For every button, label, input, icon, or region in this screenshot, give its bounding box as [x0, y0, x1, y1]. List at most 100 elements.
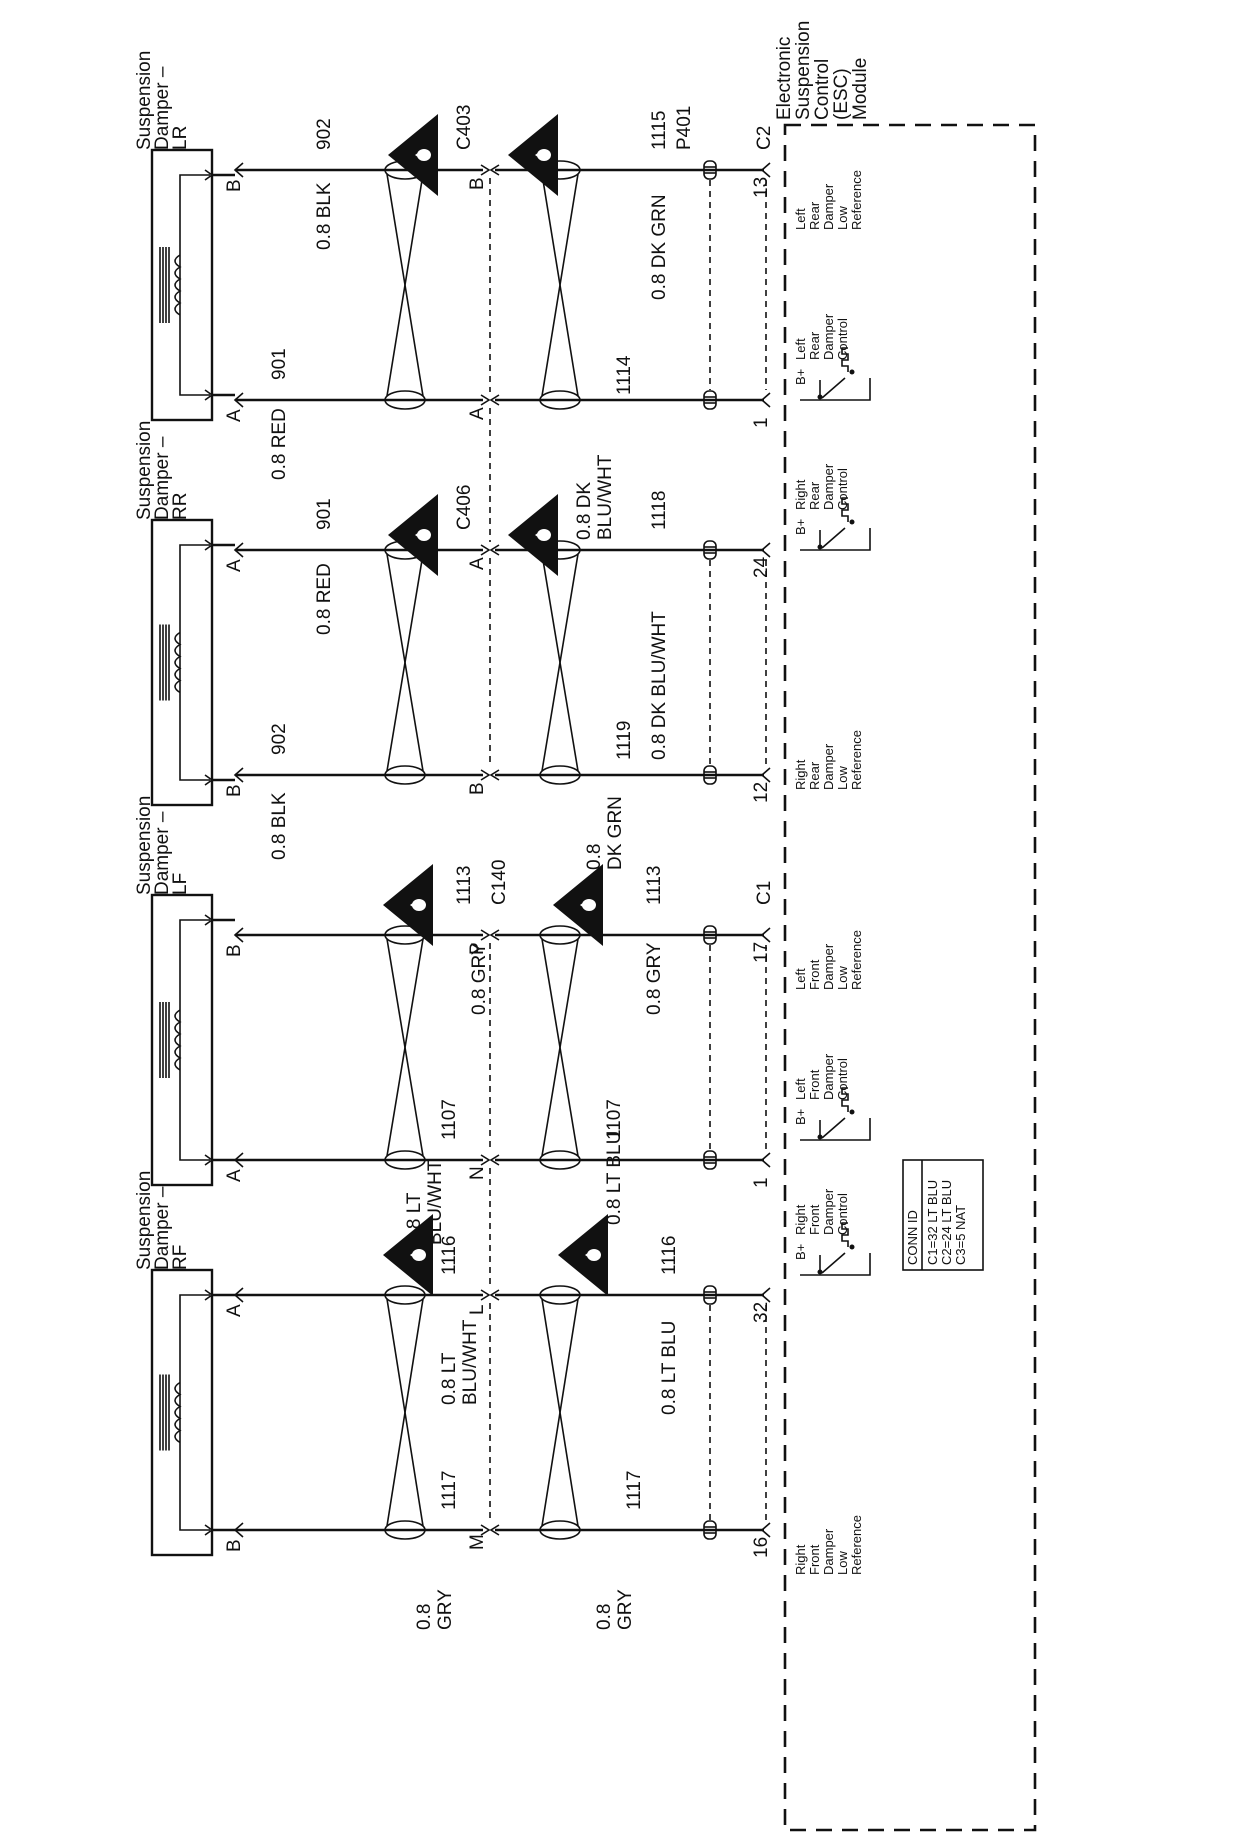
esd-warning-icon [383, 864, 433, 946]
esc-pin-label: 16 [751, 1537, 772, 1558]
twisted-pair-symbol [539, 925, 581, 1170]
circuit-number-label: 1119 [614, 721, 635, 760]
esc-function-label: Damper [821, 313, 836, 360]
damper-title: Suspension [134, 51, 155, 150]
damper-title: RR [170, 493, 191, 520]
connector-c406-label: C406 [454, 485, 475, 530]
twisted-pair-symbol [539, 1285, 581, 1540]
esc-function-label: Damper [821, 463, 836, 510]
inline-pin-label: P [467, 942, 488, 955]
damper-pin-label: B [224, 179, 245, 192]
wire-color-label: 0.8 GRY [644, 942, 665, 1015]
damper-control-switch: B+ [793, 347, 871, 401]
circuit-number-label: 1115 [649, 111, 670, 150]
wire-color-label: 0.8 DK GRN [649, 194, 670, 300]
esc-function-label: Rear [807, 331, 822, 360]
esc-module-title: Control [812, 59, 833, 120]
esc-function-label: Low [835, 1551, 850, 1575]
damper-control-switch: B+ [793, 1222, 871, 1276]
esc-function-label: Low [835, 766, 850, 790]
esc-module-title: Suspension [793, 21, 814, 120]
esc-function-label: Rear [807, 761, 822, 790]
damper-title: LR [170, 126, 191, 150]
esc-function-label: Right [793, 479, 808, 510]
esc-module-outline [783, 123, 1037, 1832]
connector-c140-label: C140 [489, 860, 510, 905]
esc-function-label: Control [835, 468, 850, 510]
damper-pin-label: B [224, 784, 245, 797]
esc-module-title: (ESC) [831, 68, 852, 120]
circuit-number-label: 1114 [614, 355, 635, 395]
damper-title: RF [170, 1245, 191, 1270]
damper-title: Suspension [134, 1171, 155, 1270]
esc-function-label: Damper [821, 183, 836, 230]
esc-pin-label: 17 [751, 942, 772, 963]
wire-circuit [233, 925, 771, 945]
damper-pin-label: B [224, 1539, 245, 1552]
suspension-damper [150, 518, 235, 807]
esc-function-label: Damper [821, 1188, 836, 1235]
damper-control-switch: B+ [793, 497, 871, 551]
esc-function-label: Reference [849, 930, 864, 990]
esd-warning-icon [508, 114, 558, 196]
esc-pin-label: 32 [751, 1302, 772, 1323]
bplus-label: B+ [793, 369, 808, 385]
wire-color-label: 0.8 GRY [469, 942, 490, 1015]
esc-pin-label: 1 [751, 1177, 772, 1188]
wire-color-label: 0.8 [594, 1604, 615, 1630]
connector-c1-label: C1 [754, 881, 775, 905]
twisted-pair-symbol [384, 1285, 426, 1540]
damper-title: Suspension [134, 421, 155, 520]
wire-color-label: 0.8 [414, 1604, 435, 1630]
esc-function-label: Control [835, 318, 850, 360]
suspension-damper [150, 893, 235, 1187]
circuit-number-label: 1117 [624, 1471, 645, 1510]
damper-title: Damper – [152, 66, 173, 150]
esc-function-label: Front [807, 1204, 822, 1235]
wire-color-label: GRY [615, 1589, 636, 1630]
twisted-pair-symbol [539, 540, 581, 785]
esc-function-label: Reference [849, 730, 864, 790]
damper-title: Damper – [152, 1186, 173, 1270]
damper-title: LF [170, 873, 191, 895]
wire-circuit [233, 1150, 771, 1170]
wire-circuit [233, 540, 771, 560]
esc-function-label: Right [793, 1204, 808, 1235]
esc-function-label: Rear [807, 481, 822, 510]
esc-function-label: Left [793, 338, 808, 360]
esc-function-label: Rear [807, 201, 822, 230]
esc-function-label: Left [793, 1078, 808, 1100]
circuit-number-label: 1107 [439, 1099, 460, 1140]
esc-function-label: Right [793, 759, 808, 790]
esc-function-label: Reference [849, 170, 864, 230]
inline-pin-label: B [467, 177, 488, 190]
wire-color-label: 0.8 BLK [314, 182, 335, 250]
wire-color-label: BLU/WHT [460, 1319, 481, 1405]
esc-function-label: Front [807, 959, 822, 990]
esc-function-label: Reference [849, 1515, 864, 1575]
inline-pin-label: B [467, 782, 488, 795]
damper-title: Suspension [134, 796, 155, 895]
circuit-number-label: 902 [269, 723, 290, 755]
twisted-pair-symbol [384, 925, 426, 1170]
inline-pin-label: M [467, 1534, 488, 1550]
wire-color-label: 0.8 BLK [269, 792, 290, 860]
damper-title: Damper – [152, 811, 173, 895]
circuit-number-label: 1116 [439, 1236, 460, 1275]
damper-pin-label: B [224, 944, 245, 957]
suspension-damper [150, 148, 235, 422]
damper-control-switch: B+ [793, 1087, 871, 1141]
conn-id-row: C1=32 LT BLU [925, 1180, 940, 1265]
esd-warning-icon [388, 114, 438, 196]
esd-warning-icon [508, 494, 558, 576]
esc-module-title: Module [850, 58, 871, 120]
inline-pin-label: N [467, 1166, 488, 1180]
esc-function-label: Left [793, 968, 808, 990]
esc-pin-label: 12 [751, 782, 772, 803]
twisted-pair-symbol [384, 540, 426, 785]
connector-c2-label: C2 [754, 126, 775, 150]
wire-circuit [233, 160, 771, 180]
esc-pin-label: 13 [751, 177, 772, 198]
